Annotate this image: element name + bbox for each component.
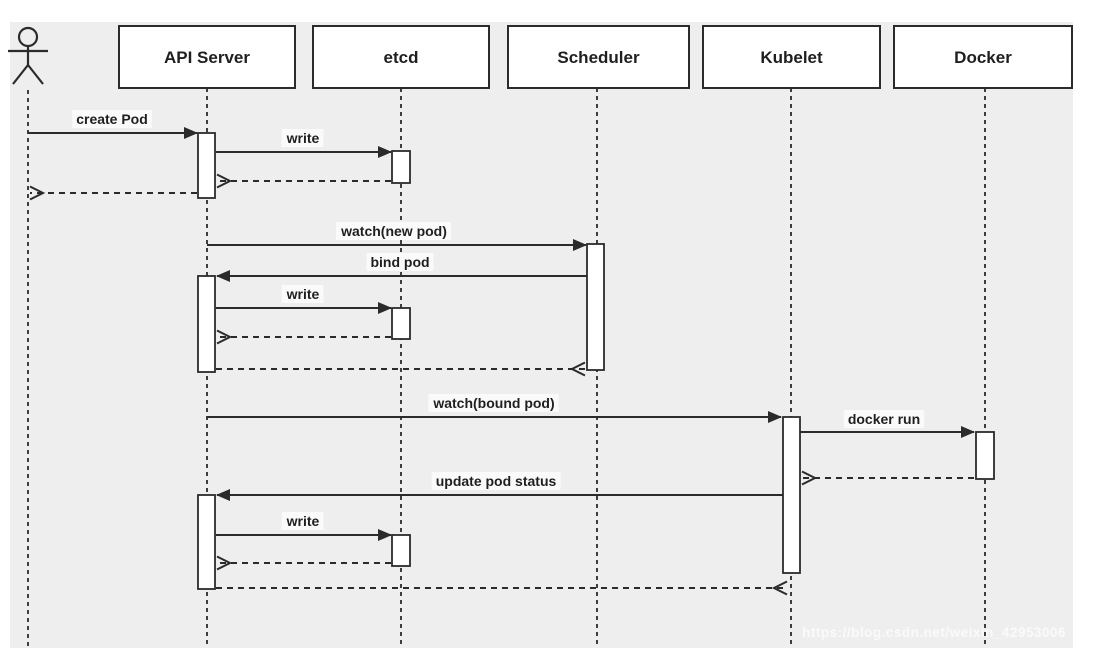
message-label-bg-write-3: [281, 512, 324, 530]
activation-api-server-1: [197, 132, 216, 199]
message-label-group-write-2: write: [281, 285, 324, 303]
message-label-group-write-1: write: [281, 129, 324, 147]
participant-box-kubelet: [702, 25, 881, 89]
message-label-create-pod: create Pod: [76, 111, 148, 127]
message-label-watch-bound-pod: watch(bound pod): [432, 395, 554, 411]
participant-box-etcd: [312, 25, 490, 89]
participant-label-kubelet: Kubelet: [760, 48, 823, 67]
actor-leg-right: [27, 64, 44, 85]
participant-docker: Docker: [893, 25, 1073, 89]
participant-etcd: etcd: [312, 25, 490, 89]
activation-kubelet-1: [782, 416, 801, 574]
actor-figure: [8, 26, 48, 85]
diagram-background: [10, 22, 1073, 648]
participant-label-docker: Docker: [954, 48, 1012, 67]
message-label-group-bind-pod: bind pod: [366, 253, 434, 271]
message-label-bg-update-pod-status: [431, 472, 561, 490]
message-label-group-docker-run: docker run: [843, 410, 925, 428]
participant-label-etcd: etcd: [384, 48, 419, 67]
activation-docker-1: [975, 431, 995, 480]
participant-box-api-server: [118, 25, 296, 89]
message-label-bg-watch-new-pod: [336, 222, 451, 240]
message-label-write-3: write: [286, 513, 320, 529]
activation-api-server-2: [197, 275, 216, 373]
participant-label-api-server: API Server: [164, 48, 250, 67]
participant-kubelet: Kubelet: [702, 25, 881, 89]
message-label-group-watch-bound-pod: watch(bound pod): [428, 394, 559, 412]
activation-etcd-2: [391, 307, 411, 340]
participant-box-docker: [893, 25, 1073, 89]
message-label-bind-pod: bind pod: [370, 254, 429, 270]
message-label-watch-new-pod: watch(new pod): [340, 223, 447, 239]
message-label-group-create-pod: create Pod: [72, 110, 152, 128]
watermark: https://blog.csdn.net/weixin_42953006: [802, 625, 1066, 640]
message-label-bg-write-2: [281, 285, 324, 303]
message-label-write-1: write: [286, 130, 320, 146]
message-label-bg-write-1: [281, 129, 324, 147]
message-label-group-watch-new-pod: watch(new pod): [336, 222, 451, 240]
participant-label-scheduler: Scheduler: [557, 48, 640, 67]
message-label-bg-watch-bound-pod: [428, 394, 559, 412]
activation-etcd-3: [391, 534, 411, 567]
message-label-bg-bind-pod: [366, 253, 434, 271]
activation-etcd-1: [391, 150, 411, 184]
message-label-update-pod-status: update pod status: [436, 473, 557, 489]
participant-api-server: API Server: [118, 25, 296, 89]
participant-scheduler: Scheduler: [507, 25, 690, 89]
message-label-bg-create-pod: [72, 110, 152, 128]
actor-leg-left: [12, 64, 29, 85]
message-label-group-update-pod-status: update pod status: [431, 472, 561, 490]
message-label-write-2: write: [286, 286, 320, 302]
participant-box-scheduler: [507, 25, 690, 89]
message-label-group-write-3: write: [281, 512, 324, 530]
activation-scheduler-1: [586, 243, 605, 371]
message-label-docker-run: docker run: [848, 411, 920, 427]
message-label-bg-docker-run: [843, 410, 925, 428]
activation-api-server-3: [197, 494, 216, 590]
